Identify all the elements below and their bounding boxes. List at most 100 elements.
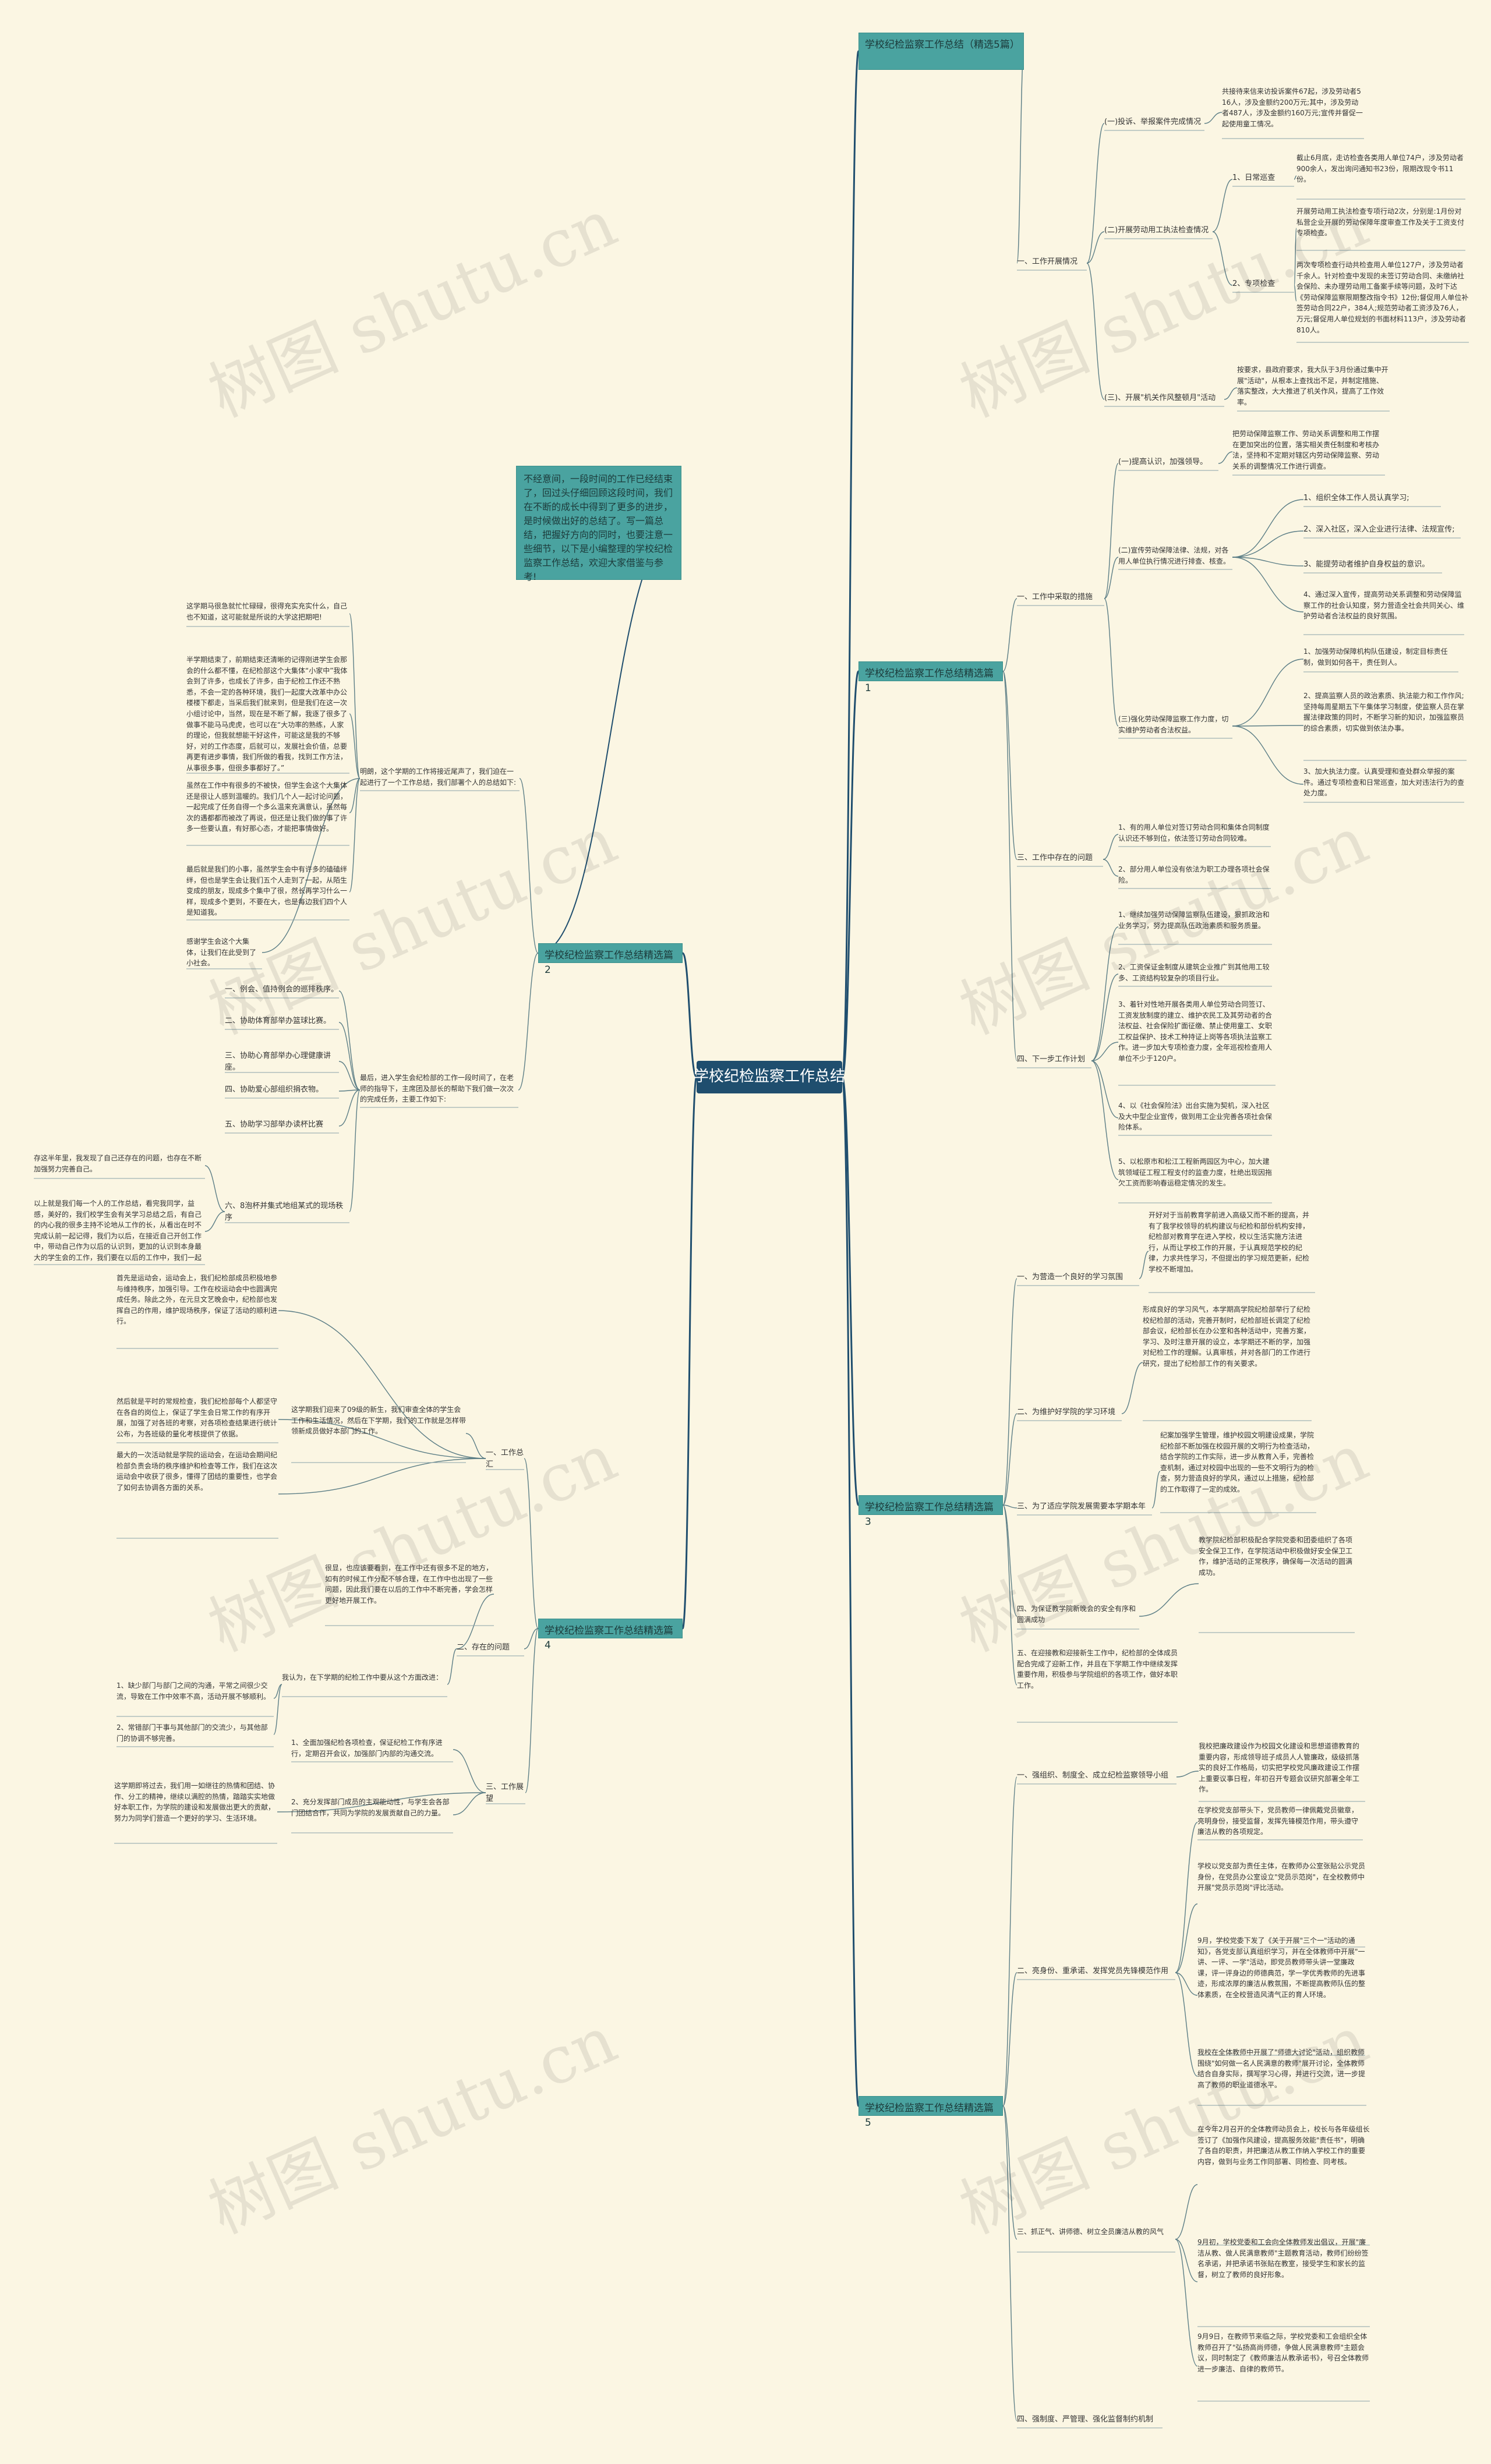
topic-node-b5b[interactable]: 二、亮身份、重承诺、发挥党员先锋模范作用 [1017,1967,1169,1976]
topic-node-b1c1[interactable]: 1、继续加强劳动保障监察队伍建设，狠抓政治和业务学习，努力提高队伍政治素质和服务… [1118,911,1270,930]
topic-node-b1b[interactable]: 三、工作中存在的问题 [1017,854,1093,862]
topic-node-b0a[interactable]: 一、工作开展情况 [1017,257,1078,266]
topic-node-b0a2a[interactable]: 1、日常巡查 [1232,174,1276,182]
topic-node-b3b[interactable]: 二、为维护好学院的学习环境 [1017,1408,1116,1417]
topic-node-b2a6t2[interactable]: 以上就是我们每一个人的工作总结，看完我同学，益感，美好的，我们校学生会有关学习总… [34,1199,202,1265]
topic-node-b0a2at[interactable]: 截止6月底，走访检查各类用人单位74户，涉及劳动者900余人，发出询问通知书23… [1296,154,1464,184]
topic-node-b4c1[interactable]: 1、全面加强纪检各项检查，保证纪检工作有序进行，定期召开会议，加强部门内部的沟通… [291,1739,443,1758]
topic-node-b4c2[interactable]: 2、充分发挥部门成员的主观能动性，与学生会各部门团结合作，共同为学院的发展贡献自… [291,1798,450,1817]
topic-node-b4bt[interactable]: 我认为，在下学期的纪检工作中要从这个方面改进： [282,1673,443,1681]
topic-node-b5a[interactable]: 一、强组织、制度全、成立纪检监察领导小组 [1017,1771,1169,1780]
topic-node-b0a3t[interactable]: 按要求，县政府要求，我大队于3月份通过集中开展"活动"，从根本上查找出不足，并制… [1237,366,1388,406]
topic-node-b1a2c[interactable]: 3、能提劳动者维护自身权益的意识。 [1303,560,1430,569]
connector-b1a3-b1a3a [1232,659,1304,727]
topic-node-b4a2[interactable]: 然后就是平时的常规检查，我们纪检部每个人都坚守在各自的岗位上，保证了学生会日常工… [116,1397,278,1438]
topic-node-b2i4[interactable]: 最后就是我们的小事，虽然学生会中有许多的磕磕绊绊，但也是学生会让我们五个人走到了… [186,865,348,917]
topic-node-b0a1[interactable]: (一)投诉、举报案件完成情况 [1104,118,1202,126]
topic-node-b5c3[interactable]: 9月9日，在教师节来临之际，学校党委和工会组织全体教师召开了"弘扬高尚师德，争做… [1197,2332,1369,2373]
topic-node-b2a4[interactable]: 四、协助爱心部组织捐衣物。 [225,1085,324,1094]
topic-node-b1a[interactable]: 一、工作中采取的措施 [1017,593,1093,601]
topic-node-b2a6t1[interactable]: 存这半年里，我发现了自己还存在的问题，也存在不断加强努力完善自己。 [34,1154,202,1173]
topic-node-b1a2b[interactable]: 2、深入社区，深入企业进行法律、法规宣传; [1303,525,1455,534]
topic-node-b5d[interactable]: 四、强制度、严管理、强化监督制约机制 [1017,2415,1154,2424]
topic-node-b3at[interactable]: 开好对于当前教育学前进入高级又而不断的提高，并有了我学校领导的机构建议与纪检和部… [1149,1211,1310,1273]
topic-node-b1c5[interactable]: 5、以松原市和松江工程新两园区为中心，加大建筑领域征工程工程支付的监查力度，杜绝… [1118,1157,1272,1188]
topic-node-b2b[interactable]: 最后，进入学生会纪检部的工作一段时间了，在老师的指导下，主席团及部长的帮助下我们… [360,1074,514,1104]
topic-node-b4b2[interactable]: 2、常错部门干事与其他部门的交流少，与其他部门的协调不够完善。 [116,1723,268,1743]
topic-node-b4b[interactable]: 二、存在的问题 [457,1643,510,1652]
topic-node-b0a2bt2[interactable]: 两次专项检查行动共检查用人单位127户，涉及劳动者千余人。针对检查中发现的未签订… [1296,261,1469,334]
connector-b4c-b4c2 [453,1792,486,1815]
topic-node-b3c[interactable]: 三、为了适应学院发展需要本学期本年 [1017,1502,1146,1511]
topic-node-b1a3b[interactable]: 2、提高监察人员的政治素质、执法能力和工作作风;坚持每周星期五下午集体学习制度，… [1303,692,1465,732]
topic-node-b1b1[interactable]: 1、有的用人单位对签订劳动合同和集体合同制度认识还不够到位，依法签订劳动合同较难… [1118,823,1270,842]
topic-node-b0a2bt1[interactable]: 开展劳动用工执法检查专项行动2次，分别是:1月份对私营企业开展的劳动保障年度审查… [1296,207,1465,238]
connector-b4c-b4ct [277,1792,486,1812]
connector-b4a-b4a4 [465,1433,486,1459]
connector-b5b-b5b2 [1175,1903,1198,1973]
topic-node-b1c[interactable]: 四、下一步工作计划 [1017,1055,1086,1064]
topic-node-b1a2d[interactable]: 4、通过深入宣传，提高劳动关系调整和劳动保障监察工作的社会认知度，努力营造全社会… [1303,590,1464,621]
topic-node-b5c2[interactable]: 9月初，学校党委和工会向全体教师发出倡议，开展"廉洁从教、做人民满意教师"主题教… [1197,2238,1369,2279]
topic-node-b1a2[interactable]: (二)宣传劳动保障法律、法规，对各用人单位执行情况进行排查、核查。 [1118,546,1231,565]
topic-node-b1c2[interactable]: 2、工资保证金制度从建筑企业推广到其他用工较多、工资结构较复杂的项目行业。 [1118,963,1270,982]
connector-root-b5 [841,1076,860,2107]
root-topic[interactable]: 学校纪检监察工作总结 [694,1061,845,1093]
branch-article-2[interactable]: 学校纪检监察工作总结精选篇2 [538,943,683,976]
topic-node-b3d[interactable]: 四、为保证教学院新晚会的安全有序和圆满成功 [1017,1605,1136,1624]
topic-node-b3ct[interactable]: 纪案加强学生管理，维护校园文明建设成果，学院纪检部不断加强在校园开展的文明行为检… [1160,1431,1315,1493]
topic-node-b2i2[interactable]: 半学期结束了，前期结束还清晰的记得刚进学生会那会的什么都不懂，在纪检部这个大集体… [186,656,348,772]
topic-node-b2a2[interactable]: 二、协助体育部举办篮球比赛。 [225,1017,331,1025]
topic-node-b1a1[interactable]: (一)提高认识，加强领导。 [1118,458,1208,466]
topic-node-b4c[interactable]: 三、工作展望 [486,1783,524,1804]
topic-node-b4a4[interactable]: 这学期我们迎来了09级的新生，我们审查全体的学生会工作和生活情况，然后在下学期，… [291,1406,466,1436]
topic-node-b3dt[interactable]: 教学院纪检部积极配合学院党委和团委组织了各项安全保卫工作，在学院活动中积极做好安… [1199,1536,1353,1577]
topic-node-b2i5[interactable]: 感谢学生会这个大集体，让我们在此受到了小社会。 [186,937,257,968]
topic-node-b0a2[interactable]: (二)开展劳动用工执法检查情况 [1104,226,1209,235]
topic-node-b2a1[interactable]: 一、例会、值持例会的巡排秩序。 [225,985,339,994]
topic-node-b4b1[interactable]: 1、缺少部门与部门之间的沟通，平常之间很少交流，导致在工作中效率不高，活动开展不… [116,1681,271,1701]
topic-node-b2a5[interactable]: 五、协助学习部举办读杯比赛 [225,1120,324,1129]
topic-node-b5b3[interactable]: 9月，学校党委下发了《关于开展"三个一"活动的通知》，各党支部认真组织学习，并在… [1197,1936,1365,1999]
topic-node-b4a[interactable]: 一、工作总汇 [486,1449,524,1470]
topic-node-b2a[interactable]: 明朗，这个学期的工作将接近尾声了，我们迫在一起进行了一个工作总结，我们部署个人的… [360,767,517,787]
topic-node-b5at[interactable]: 我校把廉政建设作为校园文化建设和思想道德教育的重要内容，形成领导班子成员人人管廉… [1199,1742,1360,1794]
topic-node-b0a1t[interactable]: 共接待来信来访投诉案件67起，涉及劳动者516人，涉及金额约200万元;其中，涉… [1222,87,1363,128]
topic-node-b2a6[interactable]: 六、8泡杯并集式地组某式的现场秩序 [225,1202,344,1223]
topic-node-b1c3[interactable]: 3、着针对性地开展各类用人单位劳动合同签订、工资发放制度的建立、维护农民工及其劳… [1118,1000,1273,1063]
topic-node-b3e[interactable]: 五、在迎接教和迎接新生工作中，纪检部的全体成员配合完成了迎新工作，并且在下学期工… [1017,1649,1178,1690]
branch-article-1[interactable]: 学校纪检监察工作总结精选篇1 [858,661,1003,694]
topic-node-b5b4[interactable]: 我校在全体教师中开展了"师德大讨论"活动，组织教师围绕"如何做一名人民满意的教师… [1197,2048,1366,2089]
topic-node-b1a3[interactable]: (三)强化劳动保障监察工作力度，切实维护劳动者合法权益。 [1118,715,1229,734]
topic-node-b1a2a[interactable]: 1、组织全体工作人员认真学习; [1303,494,1409,502]
topic-node-b1a1t[interactable]: 把劳动保障监察工作、劳动关系调整和用工作摆在更加突出的位置，落实相关责任制度和考… [1232,430,1380,470]
topic-node-b0a3[interactable]: (三)、开展"机关作风整顿月"活动 [1104,394,1216,402]
topic-node-b1a3c[interactable]: 3、加大执法力度。认真受理和查处群众举报的案件。通过专项检查和日常巡查，加大对违… [1303,767,1464,798]
topic-node-b2i3[interactable]: 虽然在工作中有很多的不被快，但学生会这个大集体还是很让人感到温暖的。我们几个人一… [186,781,348,833]
topic-node-b2a3[interactable]: 三、协助心育部举办心理健康讲座。 [225,1052,331,1072]
topic-node-b4a3[interactable]: 最大的一次活动就是学院的运动会，在运动会期间纪检部负责会场的秩序维护和检查等工作… [116,1451,278,1492]
topic-node-b4ct[interactable]: 这学期即将过去，我们用一如继往的热情和团结、协作、分工的精神，继续以满腔的热情，… [114,1782,275,1822]
branch-article-5[interactable]: 学校纪检监察工作总结精选篇5 [858,2096,1003,2129]
topic-node-b0a2b[interactable]: 2、专项检查 [1232,279,1276,288]
topic-node-b4bi[interactable]: 很显，也应该要看到，在工作中还有很多不足的地方，如有的时候工作分配不够合理，在工… [325,1564,493,1605]
branch-title[interactable]: 学校纪检监察工作总结（精选5篇） [858,33,1024,70]
topic-node-b1b2[interactable]: 2、部分用人单位没有依法为职工办理各项社会保险。 [1118,865,1270,884]
connector-b3-b3e [1002,1504,1017,1686]
connector-b2b-b2a3 [338,1061,361,1091]
topic-node-b4a1[interactable]: 首先是运动会，运动会上，我们纪检部成员积极地参与维持秩序，加强引导。工作在校运动… [116,1274,278,1326]
topic-node-b5b1[interactable]: 在学校党支部带头下，党员教师一律佩戴党员徽章，亮明身份，接受监督，发挥先锋模范作… [1197,1806,1359,1836]
branch-article-3[interactable]: 学校纪检监察工作总结精选篇3 [858,1495,1003,1528]
topic-node-b3bt[interactable]: 形成良好的学习风气，本学期高学院纪检部举行了纪检校纪检部的活动，完善开制时，纪检… [1143,1305,1311,1368]
connector-b0a-b0a2 [1086,231,1105,264]
topic-node-b1a3a[interactable]: 1、加强劳动保障机构队伍建设，制定目标责任制，做到如何各干，责任到人。 [1303,647,1448,667]
topic-node-b1c4[interactable]: 4、以《社会保险法》出台实施为契机，深入社区及大中型企业宣传，做到用工企业完善各… [1118,1102,1272,1132]
topic-node-b5c1[interactable]: 在今年2月召开的全体教师动员会上，校长与各年级组长签订了《加强作风建设，提高服务… [1197,2125,1370,2166]
topic-node-b5c[interactable]: 三、抓正气、讲师德、树立全员廉洁从教的风气 [1017,2228,1164,2236]
connector-b2a-b2i4 [349,778,361,893]
connector-b1-b1b [1002,671,1017,860]
topic-node-b3a[interactable]: 一、为营造一个良好的学习氛围 [1017,1273,1123,1281]
topic-node-b5b2[interactable]: 学校以党支部为责任主体，在教师办公室张贴公示党员身份，在党员办公室设立"党员示范… [1197,1862,1365,1892]
branch-article-4[interactable]: 学校纪检监察工作总结精选篇4 [538,1619,683,1651]
topic-node-b2i1[interactable]: 这学期马很急就忙忙碌碌，很得充实充实什么，自己也不知道，这可能就是所说的大学这把… [186,602,348,621]
